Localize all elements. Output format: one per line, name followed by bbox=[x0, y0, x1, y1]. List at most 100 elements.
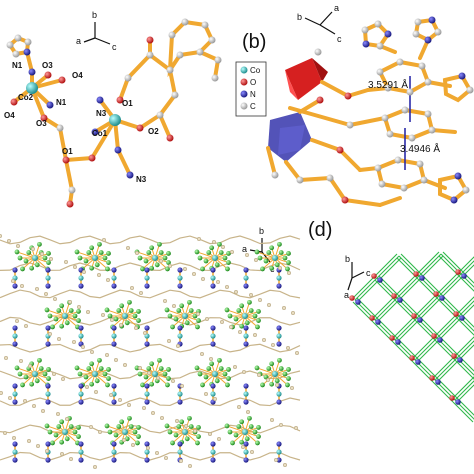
carbon-atom bbox=[240, 444, 246, 450]
carbon-atom bbox=[113, 357, 119, 363]
linker-node bbox=[45, 267, 51, 289]
grid-node bbox=[409, 355, 421, 365]
grid-node bbox=[389, 335, 401, 345]
panel-a-atoms bbox=[6, 18, 222, 208]
carbon-atom bbox=[7, 395, 13, 401]
carbon-atom bbox=[14, 318, 20, 324]
grid-strut bbox=[456, 384, 474, 403]
panel-d-label: (d) bbox=[308, 219, 332, 241]
green-cluster bbox=[164, 299, 201, 330]
carbon-atom bbox=[229, 249, 235, 255]
carbon-atom bbox=[64, 416, 70, 422]
grid-strut bbox=[452, 376, 474, 399]
carbon-atom bbox=[40, 408, 46, 414]
grid-strut bbox=[418, 253, 442, 277]
grid-strut bbox=[414, 293, 438, 317]
axis-a-label: a bbox=[344, 290, 349, 300]
carbon-atom bbox=[252, 332, 258, 338]
carbon-atom bbox=[158, 258, 164, 264]
linker-node bbox=[111, 383, 117, 405]
carbon-atom bbox=[44, 448, 50, 454]
carbon-atom bbox=[170, 378, 176, 384]
linker-node bbox=[243, 383, 249, 405]
linker-node bbox=[210, 383, 216, 405]
green-cluster bbox=[194, 241, 231, 272]
carbon-atom bbox=[101, 237, 107, 243]
ligand-chain bbox=[0, 289, 301, 299]
carbon-atom bbox=[220, 244, 226, 250]
carbon-atom bbox=[84, 384, 90, 390]
grid-node bbox=[391, 293, 403, 303]
carbon-atom bbox=[245, 409, 251, 415]
carbon-atom bbox=[182, 266, 188, 272]
red-polyhedron bbox=[285, 58, 328, 100]
grid-node bbox=[349, 295, 361, 305]
carbon-atom bbox=[142, 330, 148, 336]
carbon-atom bbox=[290, 310, 296, 316]
carbon-atom bbox=[211, 239, 217, 245]
legend-swatch-n bbox=[240, 90, 248, 98]
carbon-atom bbox=[89, 349, 95, 355]
linker-node bbox=[144, 325, 150, 347]
carbon-atom bbox=[278, 422, 284, 428]
atom-label: O3 bbox=[36, 119, 47, 128]
grid-strut bbox=[414, 337, 438, 361]
panel-c-network bbox=[0, 233, 301, 470]
carbon-atom bbox=[289, 385, 295, 391]
grid-strut bbox=[420, 255, 444, 279]
legend-label-c: C bbox=[250, 102, 256, 111]
carbon-atom bbox=[219, 319, 225, 325]
grid-strut bbox=[416, 251, 440, 275]
linker-node bbox=[177, 441, 183, 463]
legend-label-n: N bbox=[250, 90, 256, 99]
linker-node bbox=[111, 267, 117, 289]
linker-node bbox=[144, 267, 150, 289]
axis-b-label: b bbox=[297, 12, 302, 22]
grid-strut bbox=[438, 317, 462, 341]
carbon-atom bbox=[277, 265, 283, 271]
linker-node bbox=[177, 267, 183, 289]
linker-node bbox=[276, 325, 282, 347]
linker-node bbox=[276, 267, 282, 289]
carbon-atom bbox=[34, 286, 40, 292]
carbon-atom bbox=[294, 350, 300, 356]
carbon-atom bbox=[108, 392, 114, 398]
carbon-atom bbox=[96, 272, 102, 278]
carbon-atom bbox=[270, 342, 276, 348]
grid-strut bbox=[452, 401, 474, 423]
legend-swatch-co bbox=[240, 66, 248, 74]
atom-label: N3 bbox=[136, 175, 147, 184]
grid-strut bbox=[436, 271, 460, 295]
grid-strut bbox=[398, 277, 422, 301]
green-cluster bbox=[134, 241, 171, 272]
linker-node bbox=[144, 441, 150, 463]
legend-swatch-o bbox=[240, 78, 248, 86]
grid-strut bbox=[374, 297, 398, 321]
grid-strut bbox=[434, 313, 458, 337]
carbon-atom bbox=[59, 451, 65, 457]
carbon-atom bbox=[26, 438, 32, 444]
carbon-atom bbox=[67, 299, 73, 305]
atom-label: Co1 bbox=[92, 129, 108, 138]
carbon-atom bbox=[52, 296, 58, 302]
grid-strut bbox=[392, 315, 416, 339]
grid-strut bbox=[432, 355, 456, 379]
atom-label: O1 bbox=[122, 99, 133, 108]
carbon-atom bbox=[204, 316, 210, 322]
grid-strut bbox=[454, 380, 474, 401]
carbon-atom bbox=[174, 418, 180, 424]
panel-b-stack-lines bbox=[404, 76, 411, 170]
grid-strut bbox=[440, 275, 464, 299]
carbon-atom bbox=[216, 436, 222, 442]
carbon-atom bbox=[104, 352, 110, 358]
linker-node bbox=[210, 325, 216, 347]
carbon-atom bbox=[163, 455, 169, 461]
grid-node bbox=[369, 315, 381, 325]
atom-label: Co2 bbox=[18, 93, 34, 102]
carbon-atom bbox=[187, 463, 193, 469]
carbon-atom bbox=[248, 292, 254, 298]
grid-node bbox=[449, 395, 461, 405]
green-cluster bbox=[134, 357, 171, 388]
ligand-chain bbox=[0, 343, 301, 353]
